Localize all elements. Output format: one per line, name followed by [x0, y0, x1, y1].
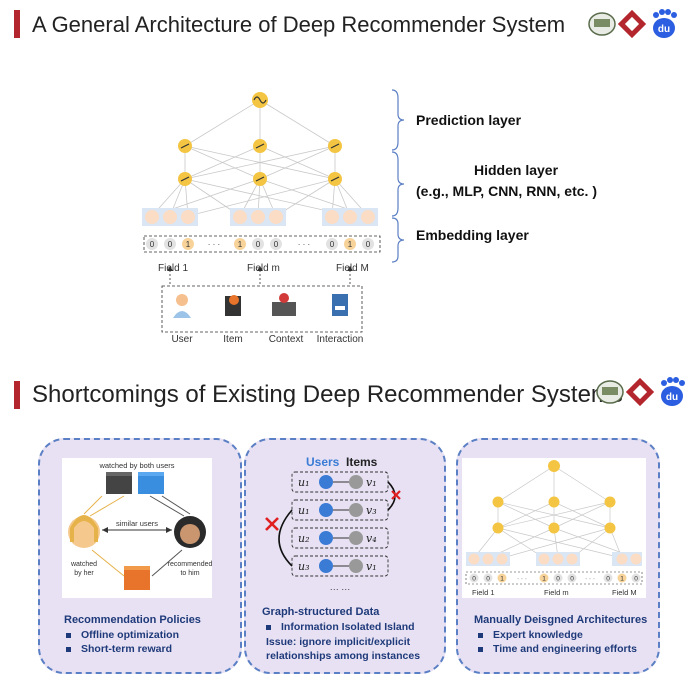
man-avatar: [174, 516, 206, 548]
row2-user: u₁: [298, 504, 310, 517]
polyu-logo-icon: [617, 9, 647, 39]
more-dots: ··· ···: [330, 584, 350, 594]
panel3-mini-architecture: 0 0 1 1 0 0 0 1 0 · · · · · · Field 1 Field m F…: [465, 460, 643, 597]
field-label-M: Field M: [336, 263, 369, 274]
users-label: Users: [306, 455, 340, 469]
output-node: [252, 92, 268, 108]
onehot-M-2: 1: [348, 240, 353, 249]
item-icon: [225, 295, 241, 316]
p3-field-m: Field m: [544, 588, 569, 597]
watched-both-text: watched by both users: [98, 461, 174, 470]
source-label-context: Context: [268, 334, 304, 345]
svg-text:0: 0: [634, 576, 638, 583]
svg-text:0: 0: [570, 576, 574, 583]
panel1-illustration: watched by both users similar users watc…: [68, 461, 212, 590]
p3-field-M: Field M: [612, 588, 637, 597]
items-label: Items: [346, 455, 378, 469]
cross-icon: [265, 517, 279, 531]
panel2-caption: Graph-structured Data: [262, 606, 380, 618]
row4-user: u₃: [298, 560, 310, 573]
panel3-bullet-1: Expert knowledge: [478, 629, 583, 641]
prediction-layer-label: Prediction layer: [416, 112, 522, 128]
row3-item: v₄: [366, 532, 377, 545]
field-label-m: Field m: [247, 263, 280, 274]
clapper-icon: [124, 570, 150, 590]
woman-avatar: [68, 515, 100, 548]
ellipsis-1: · · ·: [208, 240, 220, 249]
baidu-logo-icon: du: [661, 377, 685, 406]
svg-text:0: 0: [606, 576, 610, 583]
onehot-1-3: 1: [186, 240, 191, 249]
row2-item: v₃: [366, 504, 377, 517]
svg-text:1: 1: [620, 576, 624, 583]
source-label-interaction: Interaction: [316, 334, 364, 345]
svg-text:0: 0: [556, 576, 560, 583]
panel2-bullet-2a: Issue: ignore implicit/explicit: [266, 636, 411, 648]
row1-user: u₁: [298, 476, 310, 489]
recommended-to-him-l2: to him: [180, 570, 199, 577]
polyu-logo-icon: [625, 377, 655, 407]
panel3-image: 0 0 1 1 0 0 0 1 0 · · · · · · Field 1 Field m F…: [462, 458, 646, 598]
field-label-1: Field 1: [158, 263, 189, 274]
panel3-bullet-2: Time and engineering efforts: [478, 643, 637, 655]
row4-item: v₁: [366, 560, 377, 573]
panel2-bipartite-diagram: Users Items u₁ v₁ u₁ v₃ u₂ v₄ u₃ v₁ ··· …: [265, 455, 401, 594]
ellipsis-2: · · ·: [298, 240, 310, 249]
svg-text:· · ·: · · ·: [585, 576, 595, 583]
recommended-to-him-l1: recommended: [168, 561, 212, 568]
university-logos-2: du: [596, 377, 685, 407]
onehot-1-2: 0: [168, 240, 173, 249]
svg-text:1: 1: [542, 576, 546, 583]
onehot-m-2: 0: [256, 240, 261, 249]
watched-by-her-l1: watched: [70, 561, 97, 568]
slide1-title: A General Architecture of Deep Recommend…: [32, 12, 566, 37]
watched-by-her-l2: by her: [74, 570, 94, 577]
slide2-title: Shortcomings of Existing Deep Recommende…: [32, 381, 623, 408]
slide2-title-bar: [14, 381, 20, 409]
panel2-bullet-1: Information Isolated Island: [266, 621, 415, 633]
clapper-icon: [138, 476, 164, 494]
panel1-image: watched by both users similar users watc…: [62, 458, 212, 598]
cross-icon: [391, 490, 401, 500]
user-icon: [173, 294, 191, 318]
university-logos: du: [588, 9, 677, 39]
embedding-nodes: [142, 208, 378, 226]
svg-text:du: du: [658, 24, 670, 35]
hidden-layer-label: Hidden layer: [474, 162, 559, 178]
context-icon: [272, 293, 296, 316]
panel3-caption: Manually Deisgned Architectures: [474, 614, 648, 626]
onehot-1-1: 0: [150, 240, 155, 249]
svg-text:du: du: [666, 392, 678, 403]
similar-users-text: similar users: [116, 519, 158, 528]
svg-text:1: 1: [500, 576, 504, 583]
svg-text:0: 0: [472, 576, 476, 583]
clapper-icon: [106, 476, 132, 494]
architecture-diagram: 0 0 1 1 0 0 0 1 0 · · · · · ·: [142, 92, 381, 333]
source-label-item: Item: [223, 334, 243, 345]
panel1-bullet-2: Short-term reward: [66, 643, 172, 655]
onehot-M-3: 0: [366, 240, 371, 249]
svg-text:0: 0: [486, 576, 490, 583]
onehot-M-1: 0: [330, 240, 335, 249]
panel1-caption: Recommendation Policies: [64, 614, 201, 626]
hidden-layer-examples: (e.g., MLP, CNN, RNN, etc. ): [416, 183, 597, 199]
row1-item: v₁: [366, 476, 377, 489]
hidden-nodes: [178, 139, 342, 186]
slide1-title-bar: [14, 10, 20, 38]
layer-braces: [391, 89, 405, 263]
source-label-user: User: [171, 334, 193, 345]
panel1-bullet-1: Offline optimization: [66, 629, 179, 641]
interaction-icon: [332, 294, 348, 316]
panel2-bullet-2b: relationships among instances: [266, 650, 421, 662]
baidu-logo-icon: du: [653, 9, 677, 38]
embedding-layer-label: Embedding layer: [416, 227, 529, 243]
source-box: [161, 285, 363, 333]
svg-text:· · ·: · · ·: [517, 576, 527, 583]
onehot-m-3: 0: [274, 240, 279, 249]
row3-user: u₂: [298, 532, 310, 545]
onehot-m-1: 1: [238, 240, 243, 249]
p3-field-1: Field 1: [472, 588, 495, 597]
